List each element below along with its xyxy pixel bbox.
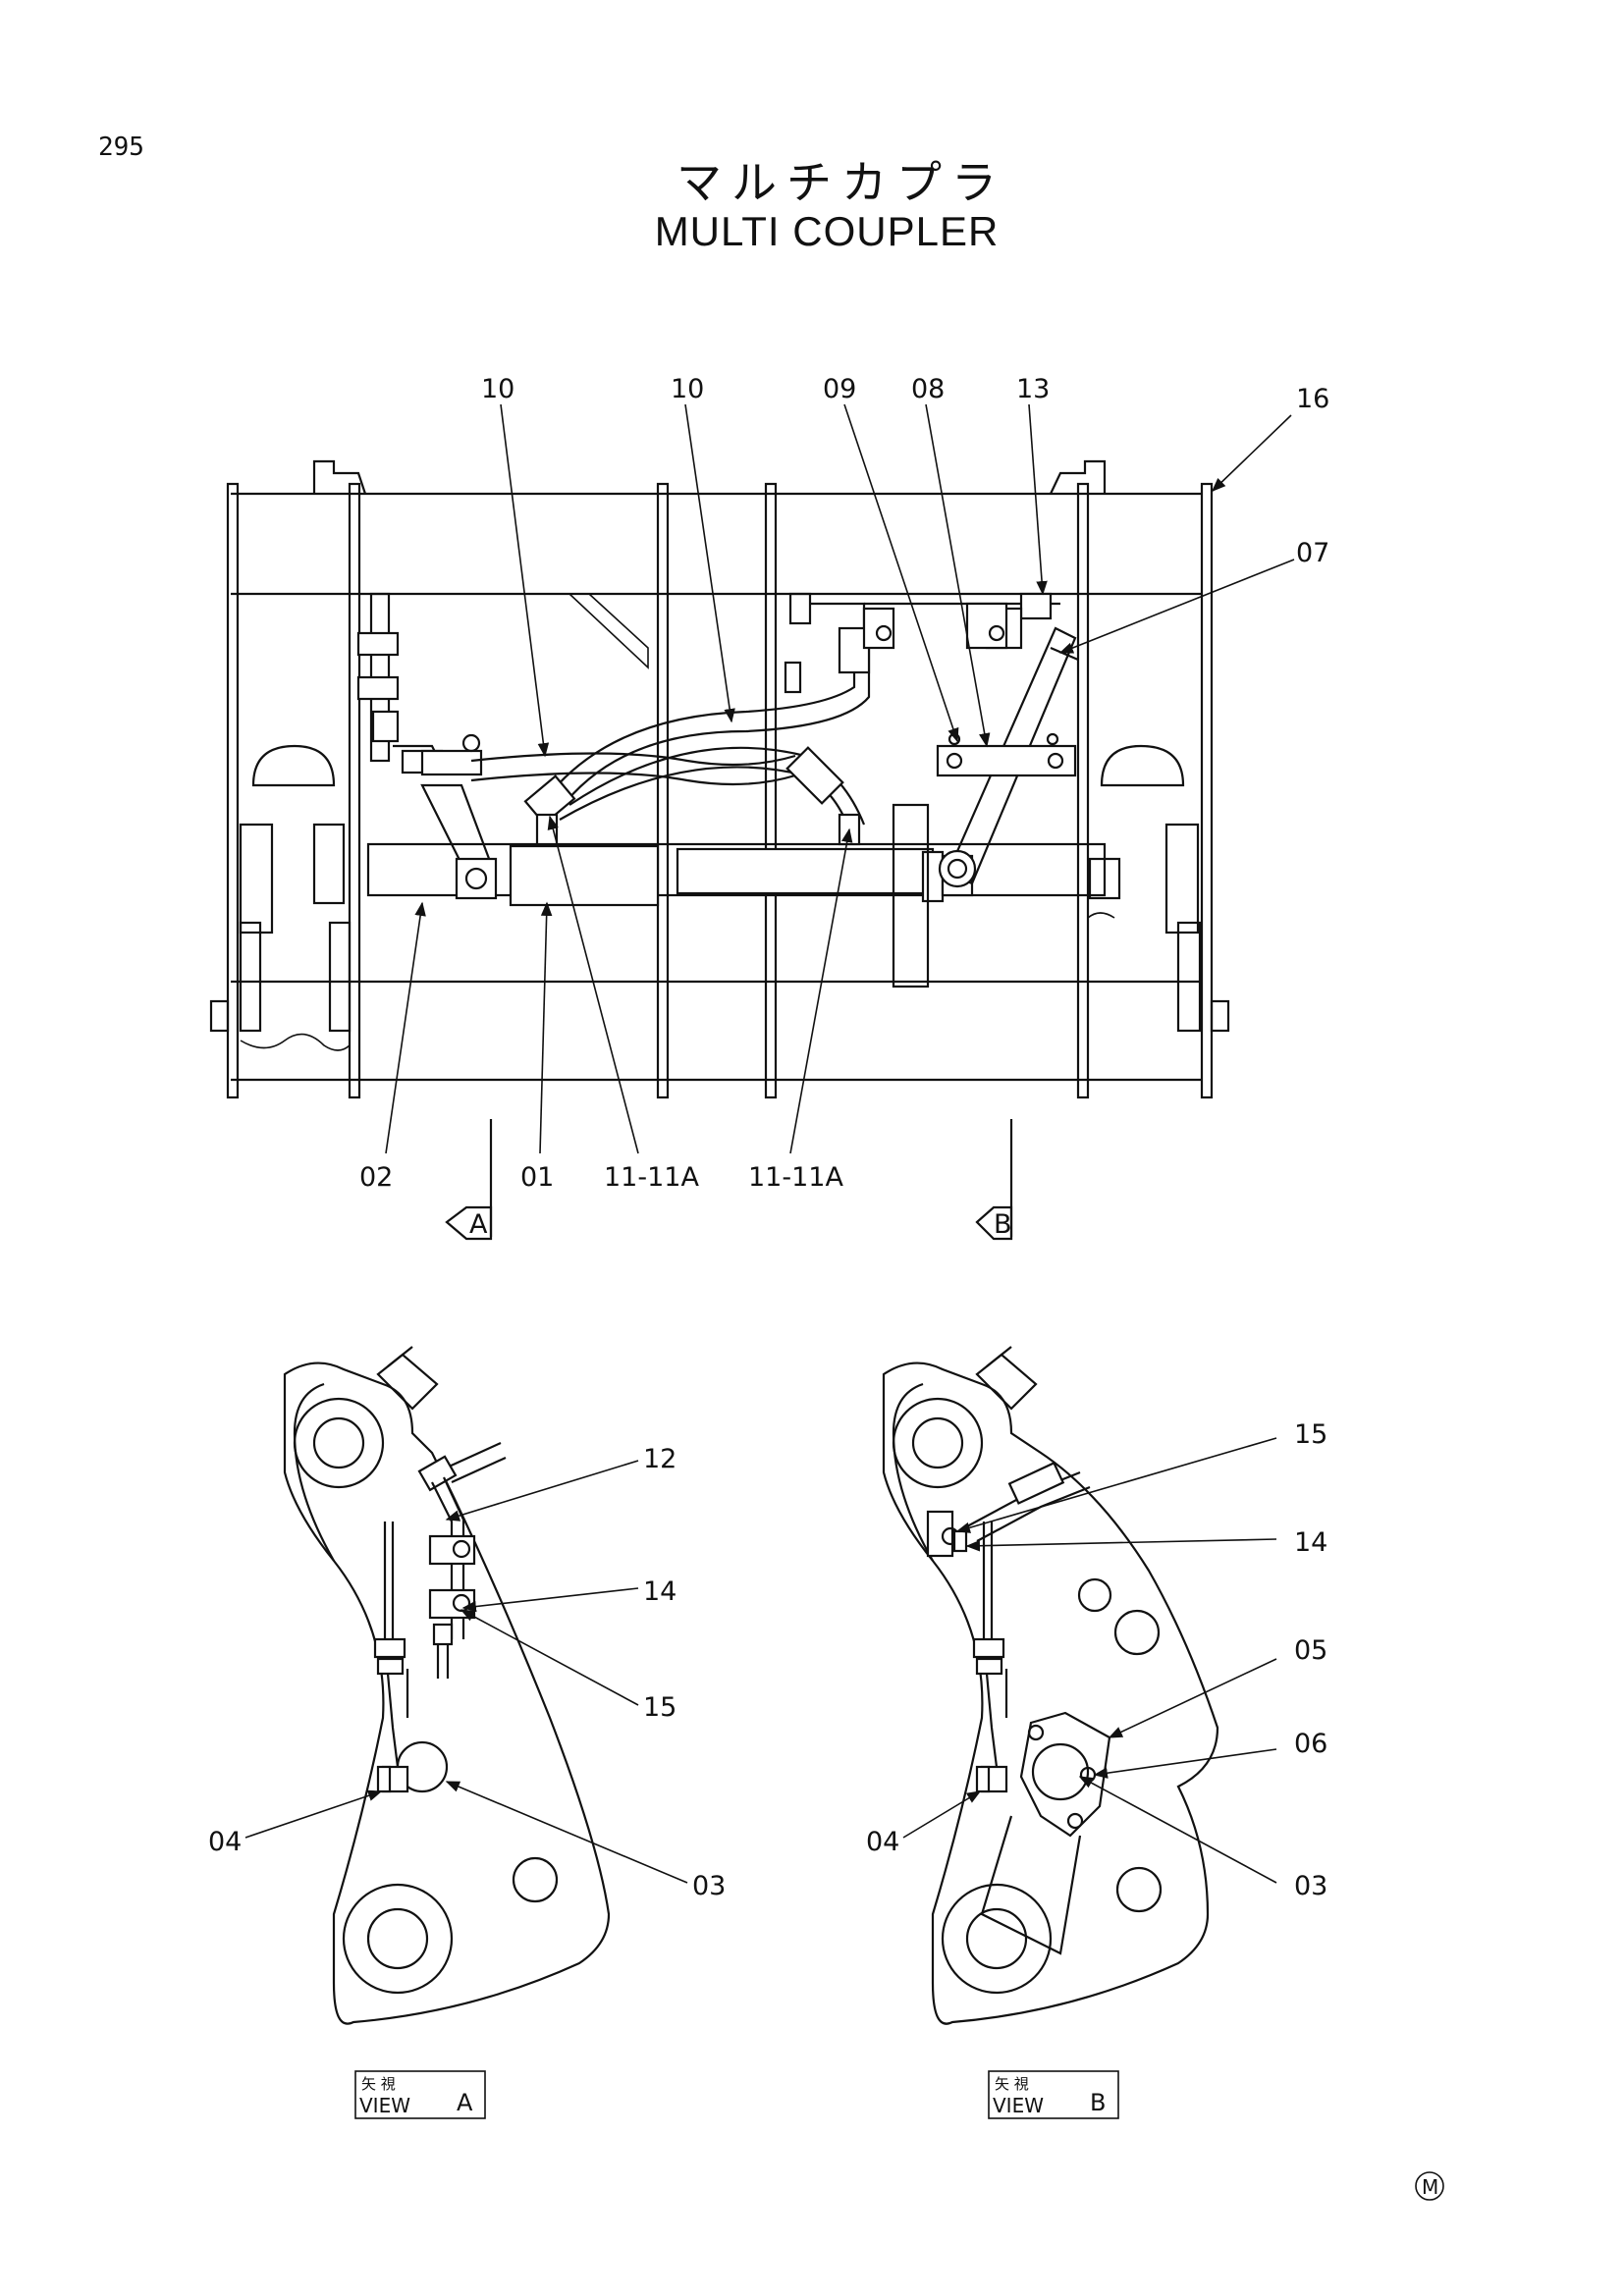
view-b-callout-04: 04 <box>866 1827 899 1857</box>
view-b-callout-03: 03 <box>1294 1871 1327 1901</box>
lower-boss-b <box>941 1883 1053 1995</box>
callout-11-11a-right: 11-11A <box>748 1162 843 1193</box>
left-manifold-fittings <box>356 592 483 776</box>
cylinder-07 <box>936 626 1079 888</box>
upper-boss-a <box>293 1397 385 1489</box>
view-b-callout-15: 15 <box>1294 1419 1327 1450</box>
view-a-label-en: VIEW <box>359 2094 410 2117</box>
lock-pin <box>366 803 1121 988</box>
callout-01: 01 <box>520 1162 554 1193</box>
callout-09: 09 <box>823 374 856 404</box>
view-a-callout-15: 15 <box>643 1692 677 1723</box>
left-end-blocks <box>209 823 352 1051</box>
bracket-05 <box>1019 1711 1111 1838</box>
title-japanese: マルチカプラ <box>677 156 1006 209</box>
view-a-callout-04: 04 <box>208 1827 242 1857</box>
callout-02: 02 <box>359 1162 393 1193</box>
view-b-callout-06: 06 <box>1294 1729 1327 1759</box>
right-end-blocks <box>1087 823 1230 1033</box>
view-a-drawing: 12 14 15 04 03 <box>208 1346 726 2025</box>
view-a-callout-14: 14 <box>643 1576 677 1607</box>
view-a-label-ja: 矢 視 <box>361 2075 396 2093</box>
view-b-callout-14: 14 <box>1294 1527 1327 1558</box>
view-b-letter: B <box>1090 2089 1106 2116</box>
right-manifold <box>784 592 1060 694</box>
mark-letter: M <box>1422 2175 1438 2199</box>
section-arrow-a: A <box>445 1119 493 1241</box>
lower-boss-a <box>342 1883 454 1995</box>
left-arch <box>251 744 336 787</box>
callout-16: 16 <box>1296 384 1329 414</box>
view-b-label-ja: 矢 視 <box>995 2075 1029 2093</box>
side-plates <box>226 482 1214 1099</box>
section-arrow-b: B <box>975 1119 1013 1241</box>
main-leaders <box>385 403 1295 1154</box>
page-number: 295 <box>98 133 144 162</box>
top-beam <box>231 459 1203 596</box>
main-assembly-view: A B 10 10 09 08 13 16 07 02 01 <box>209 374 1329 1241</box>
circled-m-mark: M <box>1415 2171 1444 2201</box>
view-b-label-en: VIEW <box>993 2094 1044 2117</box>
callout-10-right: 10 <box>671 374 704 404</box>
callout-11-11a-left: 11-11A <box>604 1162 699 1193</box>
arrow-a-letter: A <box>469 1209 488 1240</box>
title-english: MULTI COUPLER <box>654 208 1000 254</box>
callout-08: 08 <box>911 374 945 404</box>
right-arch <box>1100 744 1185 787</box>
view-a-callout-03: 03 <box>692 1871 726 1901</box>
view-a-label: 矢 視 VIEW A <box>354 2070 486 2119</box>
callout-13: 13 <box>1016 374 1050 404</box>
view-a-letter: A <box>457 2089 473 2116</box>
view-a-callout-12: 12 <box>643 1444 677 1474</box>
view-b-body <box>882 1362 1219 2025</box>
callout-07: 07 <box>1296 538 1329 568</box>
view-b-label: 矢 視 VIEW B <box>988 2070 1119 2119</box>
pin-clamp-left <box>420 783 498 900</box>
upper-boss-b <box>892 1397 984 1489</box>
callout-10-left: 10 <box>481 374 514 404</box>
bottom-beam <box>231 980 1203 1082</box>
pin-end-b <box>1031 1742 1090 1801</box>
view-b-drawing: 15 14 05 06 03 04 <box>866 1346 1327 2025</box>
arrow-b-letter: B <box>994 1209 1012 1240</box>
diagonal-brace <box>568 593 649 669</box>
view-b-callout-05: 05 <box>1294 1635 1327 1666</box>
